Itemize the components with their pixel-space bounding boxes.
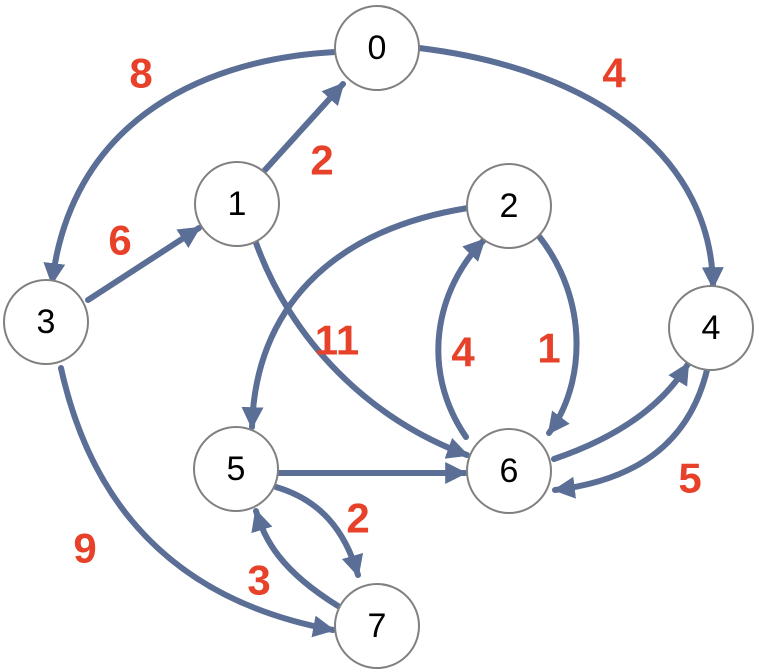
node-5: 5 <box>193 426 279 512</box>
node-label: 3 <box>37 303 56 341</box>
edge-weight-6-to-2: 4 <box>451 329 475 376</box>
node-2: 2 <box>466 163 552 249</box>
weights-layer: 8 4 2 6 11 4 1 5 2 3 9 <box>73 50 701 604</box>
node-label: 7 <box>368 607 387 645</box>
edge-weight-4-to-6: 5 <box>678 455 701 502</box>
edge-7-to-5 <box>251 508 341 609</box>
node-label: 2 <box>500 187 519 225</box>
node-label: 1 <box>228 185 247 223</box>
node-6: 6 <box>466 428 552 514</box>
node-7: 7 <box>334 583 420 669</box>
edge-weight-0-to-3: 8 <box>129 50 152 97</box>
edge-weight-0-to-4: 4 <box>602 50 626 97</box>
node-label: 5 <box>227 450 246 488</box>
edge-0-to-3 <box>43 49 338 286</box>
node-label: 0 <box>368 29 387 67</box>
edge-6-to-4 <box>551 361 691 462</box>
edge-5-to-7 <box>273 484 364 578</box>
edge-2-to-5 <box>241 205 471 430</box>
node-1: 1 <box>194 161 280 247</box>
edge-0-to-4 <box>416 45 724 290</box>
node-label: 4 <box>702 309 721 347</box>
node-circle <box>3 279 89 365</box>
edge-1-to-0 <box>262 81 346 173</box>
edge-6-to-2 <box>435 237 487 440</box>
edge-2-to-6 <box>535 232 580 436</box>
node-circle <box>194 161 280 247</box>
node-0: 0 <box>334 5 420 91</box>
edge-weight-2-to-6: 1 <box>537 325 560 372</box>
node-circle <box>334 5 420 91</box>
edge-1-to-6 <box>252 237 470 459</box>
edge-weight-3-to-7: 9 <box>73 525 96 572</box>
node-3: 3 <box>3 279 89 365</box>
edge-3-to-7 <box>58 365 336 638</box>
edge-4-to-6 <box>552 367 710 499</box>
edges-layer <box>43 45 724 638</box>
node-circle <box>466 428 552 514</box>
edge-weight-3-to-1: 6 <box>108 217 131 264</box>
edge-weight-1-to-6: 11 <box>315 317 359 364</box>
edge-weight-5-to-7: 2 <box>346 495 369 542</box>
node-circle <box>334 583 420 669</box>
node-4: 4 <box>668 285 754 371</box>
node-label: 6 <box>500 452 519 490</box>
node-circle <box>466 163 552 249</box>
node-circle <box>668 285 754 371</box>
nodes-layer: 0 1 2 3 4 5 6 7 <box>3 5 754 669</box>
edge-weight-7-to-5: 3 <box>247 557 270 604</box>
edge-weight-1-to-0: 2 <box>310 137 333 184</box>
edge-3-to-1 <box>85 225 202 303</box>
node-circle <box>193 426 279 512</box>
